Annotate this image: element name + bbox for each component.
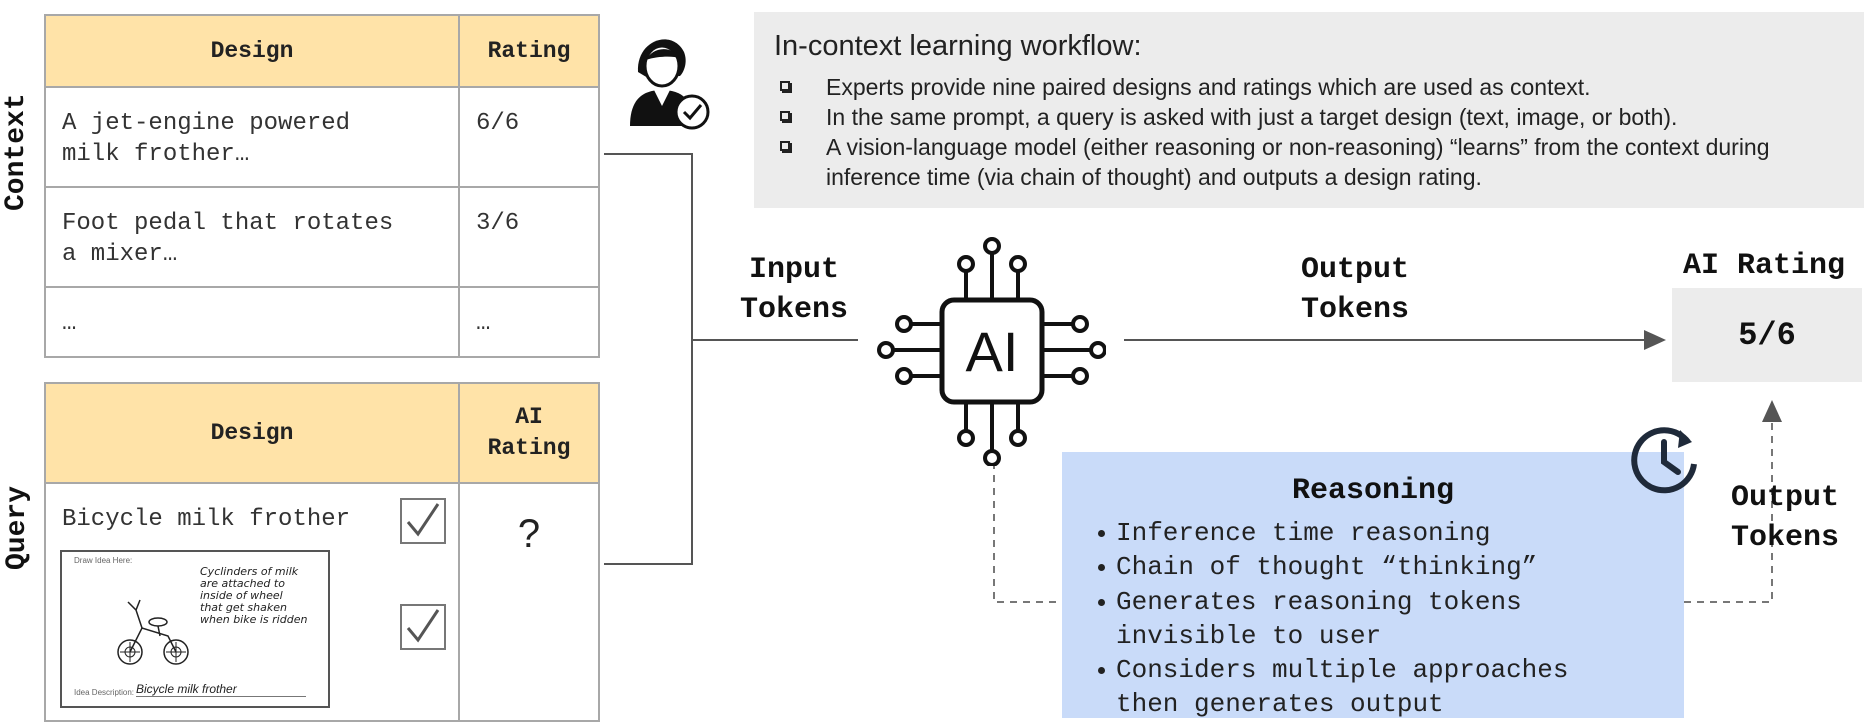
clock-refresh-icon bbox=[1626, 420, 1702, 496]
context-row-1-rating: 6/6 bbox=[476, 110, 520, 137]
square-bullet-icon bbox=[780, 141, 790, 151]
output-tokens-label-2: Output Tokens bbox=[1730, 481, 1840, 555]
workflow-box: In-context learning workflow: Experts pr… bbox=[754, 12, 1864, 208]
reasoning-item: Generates reasoning tokens invisible to … bbox=[1116, 587, 1522, 651]
query-design-text: Bicycle milk frother bbox=[62, 506, 351, 533]
sketch-footer-label: Idea Description: bbox=[74, 688, 135, 697]
reasoning-item: Chain of thought “thinking” bbox=[1116, 552, 1538, 582]
sketch-note: Cyclinders of milk are attached to insid… bbox=[200, 565, 308, 626]
bicycle-sketch bbox=[117, 599, 189, 665]
workflow-title: In-context learning workflow: bbox=[774, 30, 1142, 62]
context-row-3-design: … bbox=[62, 310, 77, 337]
bullet-dot-icon bbox=[1098, 530, 1105, 537]
ai-rating-title: AI Rating bbox=[1682, 249, 1846, 283]
ai-rating-value-box: 5/6 bbox=[1672, 288, 1862, 382]
reasoning-title: Reasoning bbox=[1291, 474, 1455, 508]
ai-chip-label: AI bbox=[965, 319, 1019, 383]
reasoning-item: Inference time reasoning bbox=[1116, 518, 1491, 548]
input-tokens-label: Input Tokens bbox=[739, 253, 849, 327]
sketch-footer-value: Bicycle milk frother bbox=[136, 682, 306, 697]
context-row-1-design: A jet-engine powered milk frother… bbox=[62, 110, 351, 168]
query-header-ai-rating: AI Rating bbox=[460, 384, 598, 482]
reasoning-box: Reasoning Inference time reasoning Chain… bbox=[1062, 452, 1684, 719]
context-row-2-rating: 3/6 bbox=[476, 210, 520, 237]
checkbox-checked-icon[interactable] bbox=[400, 604, 446, 650]
bullet-dot-icon bbox=[1098, 564, 1105, 571]
design-sketch-image: Draw Idea Here: Cyclinders of milk are a… bbox=[60, 550, 330, 708]
sketch-header: Draw Idea Here: bbox=[74, 556, 133, 565]
context-row-2-design: Foot pedal that rotates a mixer… bbox=[62, 210, 394, 268]
square-bullet-icon bbox=[780, 81, 790, 91]
context-table: Design Rating A jet-engine powered milk … bbox=[44, 14, 600, 358]
ai-rating-value: 5/6 bbox=[1738, 316, 1796, 354]
square-bullet-icon bbox=[780, 111, 790, 121]
expert-user-check-icon bbox=[628, 26, 712, 130]
bullet-dot-icon bbox=[1098, 667, 1105, 674]
checkbox-checked-icon[interactable] bbox=[400, 498, 446, 544]
query-header-design: Design bbox=[46, 384, 458, 482]
reasoning-item: Considers multiple approaches then gener… bbox=[1116, 655, 1569, 719]
context-row-3-rating: … bbox=[476, 310, 491, 337]
context-header-rating: Rating bbox=[460, 16, 598, 86]
bullet-dot-icon bbox=[1098, 599, 1105, 606]
output-tokens-label: Output Tokens bbox=[1300, 253, 1410, 327]
ai-chip-icon: AI bbox=[876, 236, 1107, 467]
context-header-design: Design bbox=[46, 16, 458, 86]
query-table: Design AI Rating Bicycle milk frother ? … bbox=[44, 382, 600, 722]
query-rating-value: ? bbox=[517, 512, 541, 556]
